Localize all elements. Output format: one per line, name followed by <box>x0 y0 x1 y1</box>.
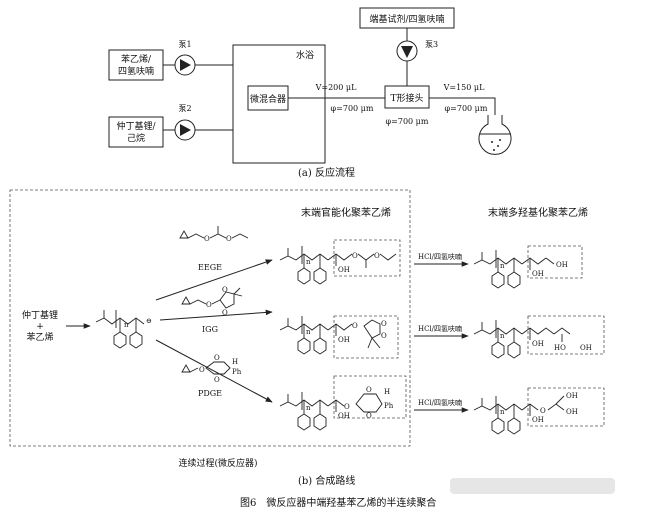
diameter1-label: φ=700 μm <box>331 104 374 113</box>
reagent-eege-label: EEGE <box>198 263 222 272</box>
pdge-o2: O <box>214 354 220 362</box>
watermark-blur <box>450 478 615 494</box>
anion-charge: ⊖ <box>146 317 152 325</box>
pdge-ph: Ph <box>232 368 242 376</box>
diameter3-label: φ=700 μm <box>445 104 488 113</box>
h-3: H <box>384 388 390 396</box>
o-1b: O <box>374 252 380 260</box>
eege-o1: O <box>204 235 210 243</box>
synthesis-route: 末端官能化聚苯乙烯 末端多羟基化聚苯乙烯 仲丁基锂 + 苯乙烯 n ⊖ O <box>9 189 605 487</box>
acid-label-1: HCl/四氢呋喃 <box>418 252 462 261</box>
figure-caption: 图6 微反应器中端羟基苯乙烯的半连续聚合 <box>240 496 436 509</box>
reagent1-line1: 苯乙烯/ <box>121 53 152 65</box>
o-2c: O <box>381 332 387 340</box>
subscript-n-4: n <box>500 262 505 270</box>
o-2a: O <box>352 322 358 330</box>
continuous-process-label: 连续过程(微反应器) <box>178 457 257 469</box>
acid-label-2: HCl/四氢呋喃 <box>418 324 462 333</box>
functionalized-ps-pdge: n OH O O O H Ph <box>279 375 407 431</box>
reagent2-line2: 己烷 <box>127 132 145 144</box>
o-6: O <box>540 407 546 415</box>
oh-6b: OH <box>566 392 578 400</box>
reagent-box-secbuli <box>108 116 164 148</box>
o-1a: O <box>352 252 358 260</box>
functionalized-ps-eege: n OH O O <box>279 239 401 285</box>
oh-5b: OH <box>580 344 592 352</box>
subscript-n-start: n <box>124 321 129 329</box>
oh-4a: OH <box>532 270 544 278</box>
pdge-o3: O <box>214 376 220 384</box>
caption-b: (b) 合成路线 <box>298 474 355 487</box>
tjunction-box <box>384 85 430 109</box>
oh-1: OH <box>338 266 350 274</box>
pump2-label: 泵2 <box>178 104 191 113</box>
polyhydroxy-ps-3: n OH O OH OH <box>473 387 605 435</box>
eege-o2: O <box>226 235 232 243</box>
caption-a: (a) 反应流程 <box>298 166 355 179</box>
oh-6c: OH <box>566 408 578 416</box>
start-plus: + <box>36 322 44 332</box>
volume1-label: V=200 μL <box>315 83 357 92</box>
acid-label-3: HCl/四氢呋喃 <box>418 398 462 407</box>
header-functionalized-ps: 末端官能化聚苯乙烯 <box>301 206 391 219</box>
ho-5: HO <box>554 344 566 352</box>
flow-scheme: 苯乙烯/ 四氢呋喃 仲丁基锂/ 己烷 泵1 泵2 水浴 微混合器 V=200 μ… <box>108 7 512 179</box>
tjunction-label: T形接头 <box>390 92 423 104</box>
reagent-box-styrene <box>108 49 164 81</box>
polyhydroxy-ps-1: n OH OH <box>473 245 583 289</box>
polyhydroxy-ps-2: n OH HO OH <box>473 315 605 359</box>
header-polyhydroxy-ps: 末端多羟基化聚苯乙烯 <box>488 206 588 219</box>
o-3a: O <box>344 403 350 411</box>
pump3-label: 泵3 <box>425 40 438 49</box>
igg-o3: O <box>222 309 228 317</box>
oh-2: OH <box>338 336 350 344</box>
o-3c: O <box>366 412 372 420</box>
start-secbuli: 仲丁基锂 <box>22 309 58 321</box>
collection-flask-icon <box>478 115 512 155</box>
reagent1-line2: 四氢呋喃 <box>118 65 154 77</box>
continuous-process-box <box>9 189 411 447</box>
subscript-n-1: n <box>306 258 311 266</box>
eege-structure: O O <box>179 226 249 243</box>
oh-5a: OH <box>532 340 544 348</box>
micromixer-label: 微混合器 <box>250 93 286 105</box>
oh-6a: OH <box>532 416 544 424</box>
igg-o2: O <box>222 286 228 294</box>
ph-3: Ph <box>384 402 394 410</box>
subscript-n-5: n <box>500 332 505 340</box>
volume2-label: V=150 μL <box>443 83 485 92</box>
subscript-n-2: n <box>306 328 311 336</box>
subscript-n-6: n <box>500 408 505 416</box>
o-2b: O <box>381 320 387 328</box>
diameter2-label: φ=700 μm <box>386 117 429 126</box>
pump1-label: 泵1 <box>178 40 191 49</box>
water-bath-label: 水浴 <box>296 49 314 61</box>
o-3b: O <box>366 386 372 394</box>
pdge-o1: O <box>199 366 205 374</box>
pdge-structure: O O O H Ph <box>181 354 242 384</box>
reagent-pdge-label: PDGE <box>198 389 222 398</box>
living-polystyrene-structure: n ⊖ <box>95 310 152 349</box>
endcap-reagent-label: 端基试剂/四氢呋喃 <box>369 13 444 25</box>
pdge-h: H <box>232 358 238 366</box>
functionalized-ps-igg: n OH O O O <box>279 315 399 359</box>
reagent2-line1: 仲丁基锂/ <box>116 120 156 132</box>
oh-4b: OH <box>556 261 568 269</box>
start-styrene: 苯乙烯 <box>26 331 53 343</box>
oh-3: OH <box>338 412 350 420</box>
igg-o1: O <box>206 301 212 309</box>
igg-structure: O O O <box>181 286 243 317</box>
reagent-igg-label: IGG <box>202 325 218 334</box>
subscript-n-3: n <box>306 404 311 412</box>
